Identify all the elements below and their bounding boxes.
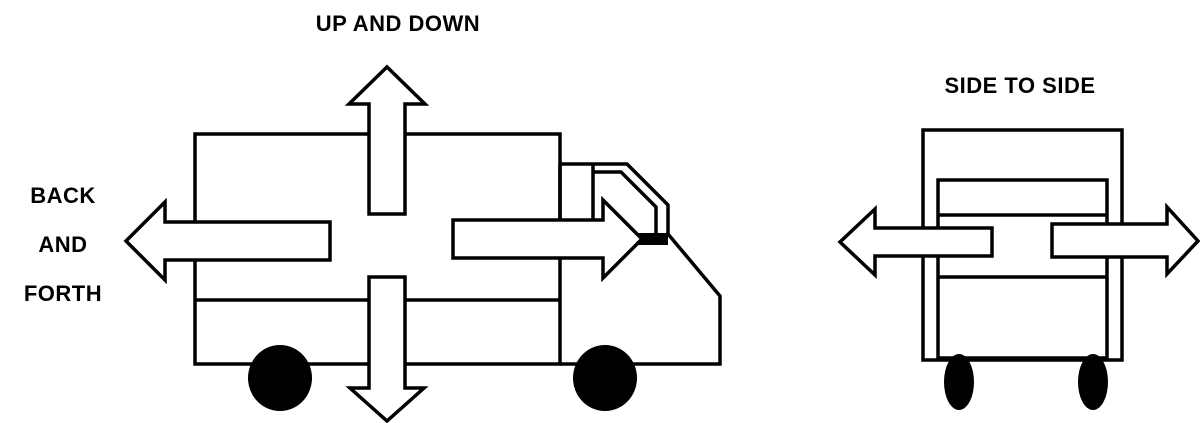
front-wheel [573,345,637,411]
rear-door [936,178,1109,360]
headlight [634,233,668,245]
rear-wheel [248,345,312,411]
side-to-side-label: SIDE TO SIDE [944,73,1095,98]
forth-label: FORTH [24,281,102,306]
cab-outline [560,162,722,366]
up-and-down-label: UP AND DOWN [316,11,480,36]
down-arrow [345,275,429,423]
truck-rear-view [921,128,1124,410]
truck-side-view [193,132,722,411]
rear-right-wheel [1078,354,1108,410]
and-label: AND [38,232,87,257]
back-label: BACK [30,183,96,208]
forth-arrow [451,195,645,283]
back-arrow [123,197,332,285]
side-left-arrow [837,204,994,280]
side-right-arrow [1050,202,1200,279]
rear-left-wheel [944,354,974,410]
up-arrow [344,64,430,216]
